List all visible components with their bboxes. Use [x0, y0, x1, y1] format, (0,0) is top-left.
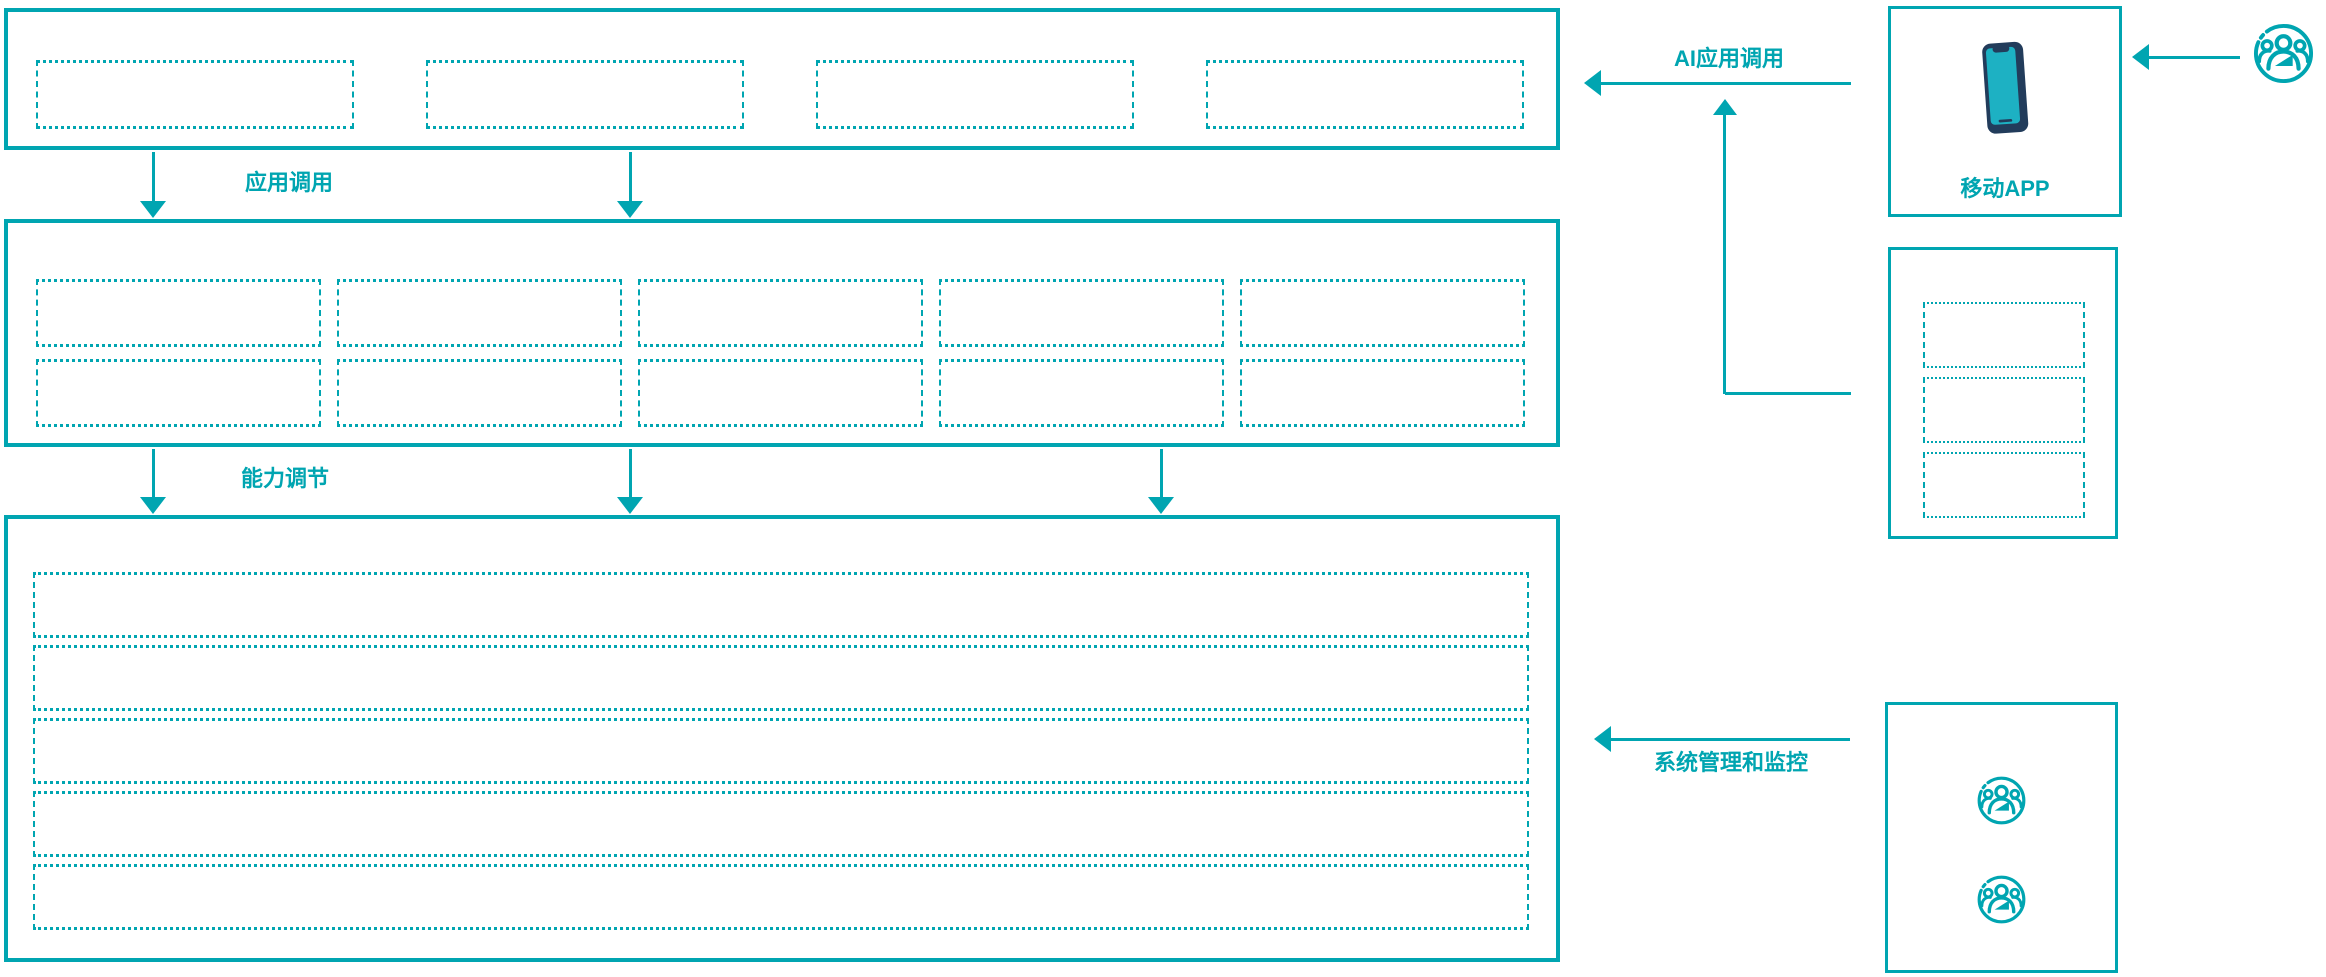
- connector-horizontal: [1725, 392, 1851, 395]
- placeholder-row-box: [33, 718, 1529, 784]
- left-arrow-user: [2132, 44, 2240, 70]
- down-arrow: [1148, 449, 1174, 514]
- placeholder-box: [36, 60, 354, 129]
- placeholder-box: [36, 359, 321, 427]
- bottom-layer-box: [4, 515, 1560, 962]
- placeholder-box: [1923, 452, 2085, 518]
- placeholder-row-box: [33, 645, 1529, 711]
- system-monitor-label: 系统管理和监控: [1653, 750, 1809, 775]
- up-arrowhead: [1713, 99, 1737, 115]
- left-arrow-ai-call: [1584, 70, 1851, 96]
- middle-layer-box: [4, 219, 1560, 447]
- right-bottom-box: [1885, 702, 2118, 973]
- users-group-icon: [2252, 22, 2315, 85]
- placeholder-box: [638, 359, 923, 427]
- placeholder-box: [337, 359, 622, 427]
- down-arrow: [617, 152, 643, 218]
- mobile-app-label: 移动APP: [1960, 176, 2050, 201]
- placeholder-row-box: [33, 791, 1529, 857]
- users-group-icon: [1977, 875, 2026, 924]
- placeholder-box: [939, 359, 1224, 427]
- down-arrow: [617, 449, 643, 514]
- placeholder-box: [36, 279, 321, 347]
- app-call-label: 应用调用: [245, 170, 334, 195]
- left-arrow-system-monitor: [1594, 726, 1850, 752]
- placeholder-box: [638, 279, 923, 347]
- down-arrow: [140, 152, 166, 218]
- placeholder-box: [426, 60, 744, 129]
- ai-app-call-label: AI应用调用: [1673, 46, 1785, 71]
- placeholder-row: [36, 279, 1528, 347]
- top-layer-box: [4, 8, 1560, 150]
- placeholder-box: [1240, 279, 1525, 347]
- placeholder-row: [36, 359, 1528, 427]
- placeholder-row-box: [33, 572, 1529, 638]
- placeholder-box: [1923, 302, 2085, 368]
- placeholder-box: [1206, 60, 1524, 129]
- mobile-app-box: 移动APP: [1888, 6, 2122, 217]
- placeholder-row-box: [33, 864, 1529, 930]
- capability-adjust-label: 能力调节: [241, 466, 330, 491]
- connector-vertical: [1723, 114, 1726, 394]
- down-arrow: [140, 449, 166, 514]
- placeholder-box: [1923, 377, 2085, 443]
- users-group-icon: [1977, 776, 2026, 825]
- placeholder-box: [337, 279, 622, 347]
- smartphone-icon: [1982, 41, 2029, 134]
- placeholder-box: [939, 279, 1224, 347]
- placeholder-box: [1240, 359, 1525, 427]
- right-middle-box: [1888, 247, 2118, 539]
- placeholder-box: [816, 60, 1134, 129]
